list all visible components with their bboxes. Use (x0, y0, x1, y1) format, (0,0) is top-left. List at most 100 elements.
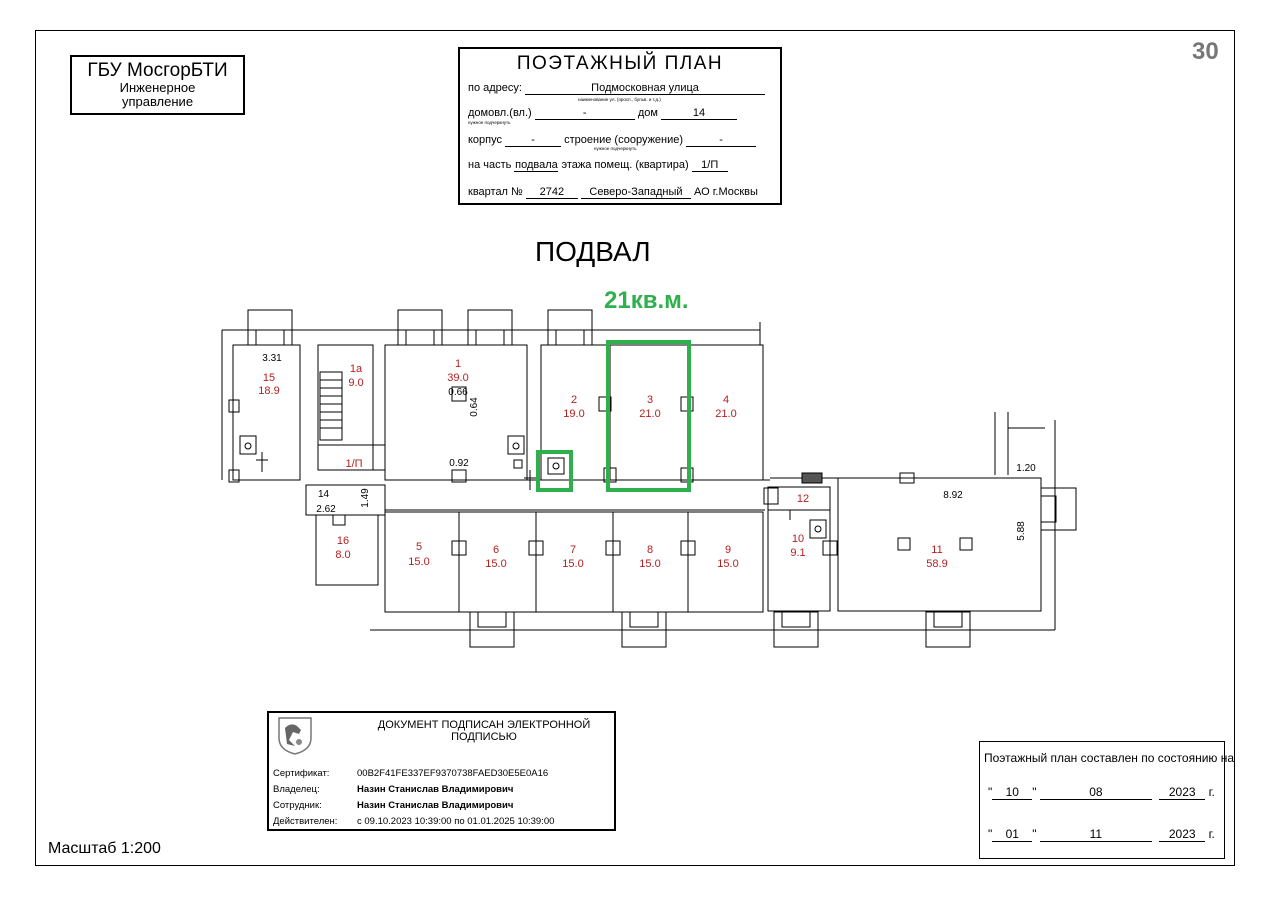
room-5-area: 15.0 (408, 556, 429, 568)
room-15-area: 18.9 (258, 385, 279, 397)
date-2-year-suffix: г. (1208, 827, 1215, 841)
room-5-number: 5 (416, 541, 422, 553)
dimension-0-66: 0.66 (448, 387, 468, 398)
apartment-value: 1/П (691, 159, 728, 172)
organization-department-2: управление (121, 94, 194, 109)
room-16-number: 16 (337, 535, 349, 547)
employee-value: Назин Станислав Владимирович (357, 800, 514, 811)
moscow-coat-of-arms-icon (278, 717, 312, 755)
room-11-area: 58.9 (926, 558, 947, 570)
dimension-0-92: 0.92 (449, 458, 469, 469)
owner-label: Владелец: (273, 784, 320, 795)
document-frame (35, 30, 1235, 866)
highlight-toilet (536, 450, 573, 492)
room-4-area: 21.0 (715, 408, 736, 420)
date-1-year: 2023 (1159, 785, 1206, 800)
domovl-hint: нужное подчеркнуть (468, 120, 511, 125)
doors (228, 396, 973, 556)
room-2-area: 19.0 (563, 408, 584, 420)
room-7-number: 7 (570, 544, 576, 556)
quarter-label: квартал № (468, 186, 523, 198)
domovl-row: домовл.(вл.) - дом 14 (468, 107, 737, 120)
highlight-room-3 (606, 340, 691, 492)
district-suffix: АО г.Москвы (694, 186, 758, 198)
floor-heading: ПОДВАЛ (535, 236, 651, 267)
building-label: строение (сооружение) (564, 134, 684, 146)
windows-top (247, 309, 593, 346)
room-1a-outline (317, 344, 374, 471)
room-4-number: 4 (723, 394, 729, 406)
korpus-row: корпус - строение (сооружение) - (468, 134, 757, 147)
part-value: подвала (514, 159, 559, 172)
quote-close: " (1032, 785, 1037, 799)
rooms-5-9-outline (384, 511, 764, 613)
date-2-month: 11 (1039, 827, 1152, 842)
room-1-number: 1 (455, 358, 461, 370)
room-6-number: 6 (493, 544, 499, 556)
room-8-number: 8 (647, 544, 653, 556)
staircase (319, 371, 343, 441)
date-1-day: 10 (992, 785, 1033, 800)
part-mid: этажа помещ. (квартира) (561, 159, 689, 171)
state-title: Поэтажный план составлен по состоянию на (984, 751, 1235, 765)
certificate-row: Сертификат:00B2F41FE337EF9370738FAED30E5… (273, 768, 548, 779)
corridor-1p-outline (317, 444, 386, 471)
korpus-value: - (505, 134, 562, 147)
organization-box: ГБУ МосгорБТИ Инженерное управление (70, 55, 245, 115)
room-1-area: 39.0 (447, 372, 468, 384)
address-label: по адресу: (468, 82, 522, 94)
room-16-outline (315, 514, 379, 586)
dimension-0-64: 0.64 (469, 397, 480, 417)
quarter-row: квартал № 2742 Северо-Западный АО г.Моск… (468, 186, 758, 199)
room-6-area: 15.0 (485, 558, 506, 570)
room-10-area: 9.1 (790, 547, 805, 559)
window-right (1040, 487, 1077, 531)
organization-department: Инженерное (119, 80, 196, 95)
owner-value: Назин Станислав Владимирович (357, 784, 514, 795)
valid-value: с 09.10.2023 10:39:00 по 01.01.2025 10:3… (357, 816, 555, 827)
organization-name: ГБУ МосгорБТИ (87, 60, 228, 81)
date-1-year-suffix: г. (1208, 785, 1215, 799)
valid-label: Действителен: (273, 816, 338, 827)
dimension-labels: 3.31 0.66 0.64 0.92 1.49 2.62 8.92 1.20 … (262, 353, 1036, 541)
dimension-1-20: 1.20 (1016, 463, 1036, 474)
room-10-number: 10 (792, 533, 804, 545)
date-2-day: 01 (992, 827, 1033, 842)
korpus-label: корпус (468, 134, 503, 146)
domovl-value: - (534, 107, 635, 120)
room-3-number: 3 (647, 394, 653, 406)
date-row-1: "10" 08 2023 г. (988, 785, 1215, 800)
part-row: на часть подвала этажа помещ. (квартира)… (468, 159, 728, 172)
part-label: на часть (468, 159, 512, 171)
scale-label: Масштаб 1:200 (48, 840, 161, 857)
state-date-box: Поэтажный план составлен по состоянию на… (979, 741, 1234, 859)
electronic-signature-box: ДОКУМЕНТ ПОДПИСАН ЭЛЕКТРОННОЙ ПОДПИСЬЮ С… (267, 711, 616, 831)
date-1-month: 08 (1039, 785, 1152, 800)
highlight-area-label: 21кв.м. (604, 287, 689, 314)
dimension-8-92: 8.92 (943, 490, 963, 501)
employee-label: Сотрудник: (273, 800, 322, 811)
signature-title: ДОКУМЕНТ ПОДПИСАН ЭЛЕКТРОННОЙ ПОДПИСЬЮ (369, 719, 599, 743)
windows-bottom (469, 611, 971, 648)
room-1a-area: 9.0 (348, 377, 363, 389)
address-row: по адресу: Подмосковная улица (468, 82, 766, 95)
dimension-5-88: 5.88 (1016, 521, 1027, 541)
room-7-area: 15.0 (562, 558, 583, 570)
signature-title-line-2: ПОДПИСЬЮ (451, 731, 517, 743)
room-11-outline (837, 477, 1042, 612)
toilet-fixtures (239, 386, 827, 539)
room-1a-number: 1а (350, 363, 363, 375)
building-value: - (686, 134, 757, 147)
employee-row: Сотрудник: Назин Станислав Владимирович (273, 800, 513, 811)
date-2-year: 2023 (1159, 827, 1206, 842)
owner-row: Владелец: Назин Станислав Владимирович (273, 784, 513, 795)
room-10-outline (767, 486, 831, 612)
district-value: Северо-Западный (580, 186, 691, 199)
valid-row: Действителен: с 09.10.2023 10:39:00 по 01… (273, 816, 554, 827)
room-15-number: 15 (263, 372, 275, 384)
hatched-shaft (801, 472, 823, 484)
dimension-3-31: 3.31 (262, 353, 282, 364)
room-16-area: 8.0 (335, 549, 350, 561)
dimension-2-62: 2.62 (316, 504, 336, 515)
